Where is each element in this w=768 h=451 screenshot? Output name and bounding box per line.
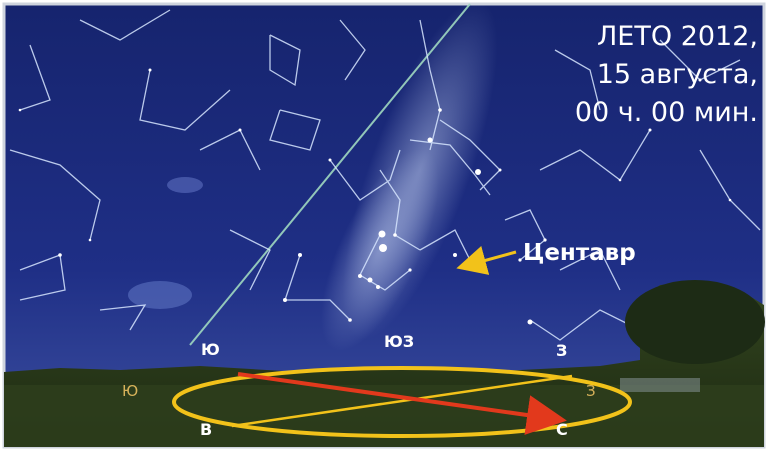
south-north-arrow bbox=[237, 372, 567, 435]
direction-east: В bbox=[200, 420, 213, 439]
caption-line-time: 00 ч. 00 мин. bbox=[574, 97, 758, 128]
direction-west-horizon: З bbox=[586, 382, 596, 400]
date-caption: ЛЕТО 2012, 15 августа, 00 ч. 00 мин. bbox=[498, 18, 758, 132]
direction-north: С bbox=[556, 420, 568, 439]
direction-south-top: Ю bbox=[201, 340, 220, 359]
orientation-diagram bbox=[172, 366, 632, 438]
direction-southwest: ЮЗ bbox=[384, 332, 415, 351]
direction-west-top: З bbox=[556, 341, 568, 360]
ecliptic-line bbox=[189, 3, 471, 346]
tree-silhouette bbox=[625, 280, 765, 364]
horizon-ellipse bbox=[172, 366, 632, 438]
direction-south-horizon: Ю bbox=[122, 382, 139, 400]
east-west-line bbox=[231, 374, 573, 428]
caption-line-season: ЛЕТО 2012, bbox=[597, 21, 758, 52]
caption-line-date: 15 августа, bbox=[596, 59, 758, 90]
constellation-lines bbox=[9, 9, 761, 341]
stars bbox=[18, 68, 732, 325]
centaurus-pointer-arrow bbox=[456, 245, 517, 275]
centaurus-label: Центавр bbox=[523, 240, 636, 266]
